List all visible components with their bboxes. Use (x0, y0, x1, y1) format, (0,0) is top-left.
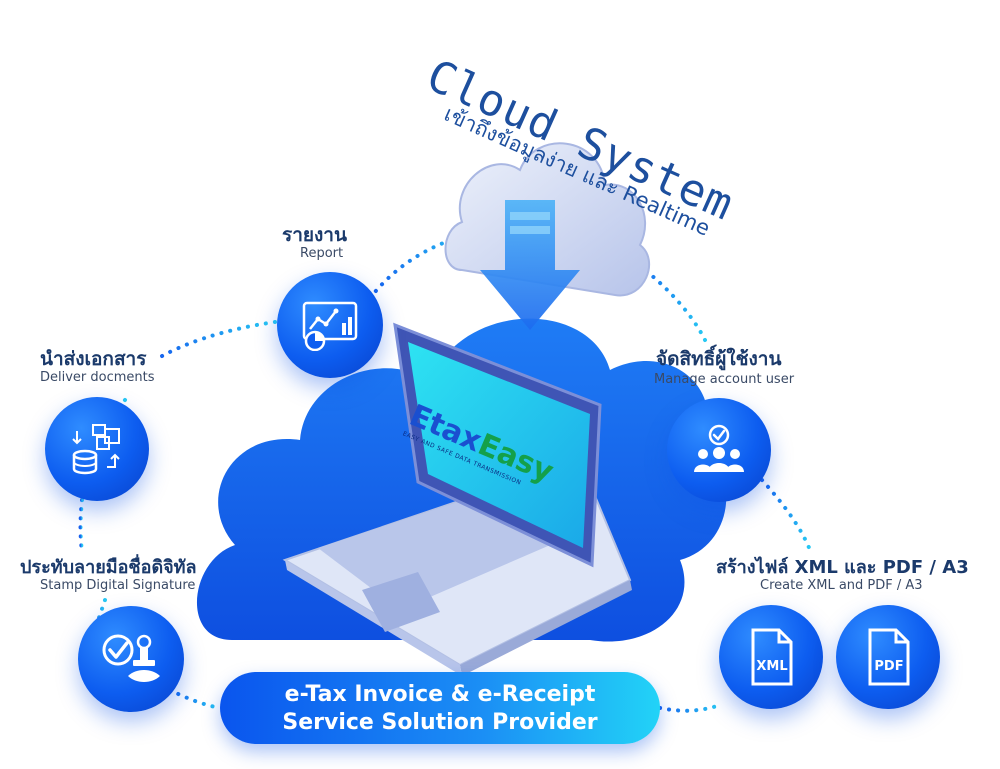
service-banner: e-Tax Invoice & e-Receipt Service Soluti… (220, 672, 660, 744)
create-subtitle-en: Create XML and PDF / A3 (760, 578, 923, 593)
laptop-illustration (282, 322, 632, 676)
signature-subtitle-en: Stamp Digital Signature (40, 578, 196, 593)
banner-line-2: Service Solution Provider (282, 710, 598, 735)
document-delivery-icon (72, 424, 120, 475)
deliver-node (45, 397, 149, 501)
report-chart-icon (302, 301, 358, 351)
account-node (667, 398, 771, 502)
deliver-title-th: นำส่งเอกสาร (40, 348, 147, 370)
banner-line-1: e-Tax Invoice & e-Receipt (284, 682, 596, 707)
pdf-label: PDF (874, 659, 903, 674)
stamp-icon (102, 634, 160, 682)
users-check-icon (694, 424, 744, 472)
xml-node: XML (719, 605, 823, 709)
report-title-th: รายงาน (282, 224, 347, 246)
top-cloud-3d (444, 142, 651, 330)
report-subtitle-en: Report (300, 246, 344, 261)
pdf-node: PDF (836, 605, 940, 709)
pdf-file-icon: PDF (868, 628, 910, 686)
signature-title-th: ประทับลายมือชื่อดิจิทัล (20, 557, 197, 578)
signature-node (78, 606, 184, 712)
account-subtitle-en: Manage account user (654, 372, 795, 387)
xml-label: XML (756, 659, 787, 674)
xml-file-icon: XML (751, 628, 793, 686)
report-node (277, 272, 383, 378)
account-title-th: จัดสิทธิ์ผู้ใช้งาน (656, 348, 782, 370)
deliver-subtitle-en: Deliver docments (40, 370, 155, 385)
create-title-th: สร้างไฟล์ XML และ PDF / A3 (716, 557, 969, 578)
